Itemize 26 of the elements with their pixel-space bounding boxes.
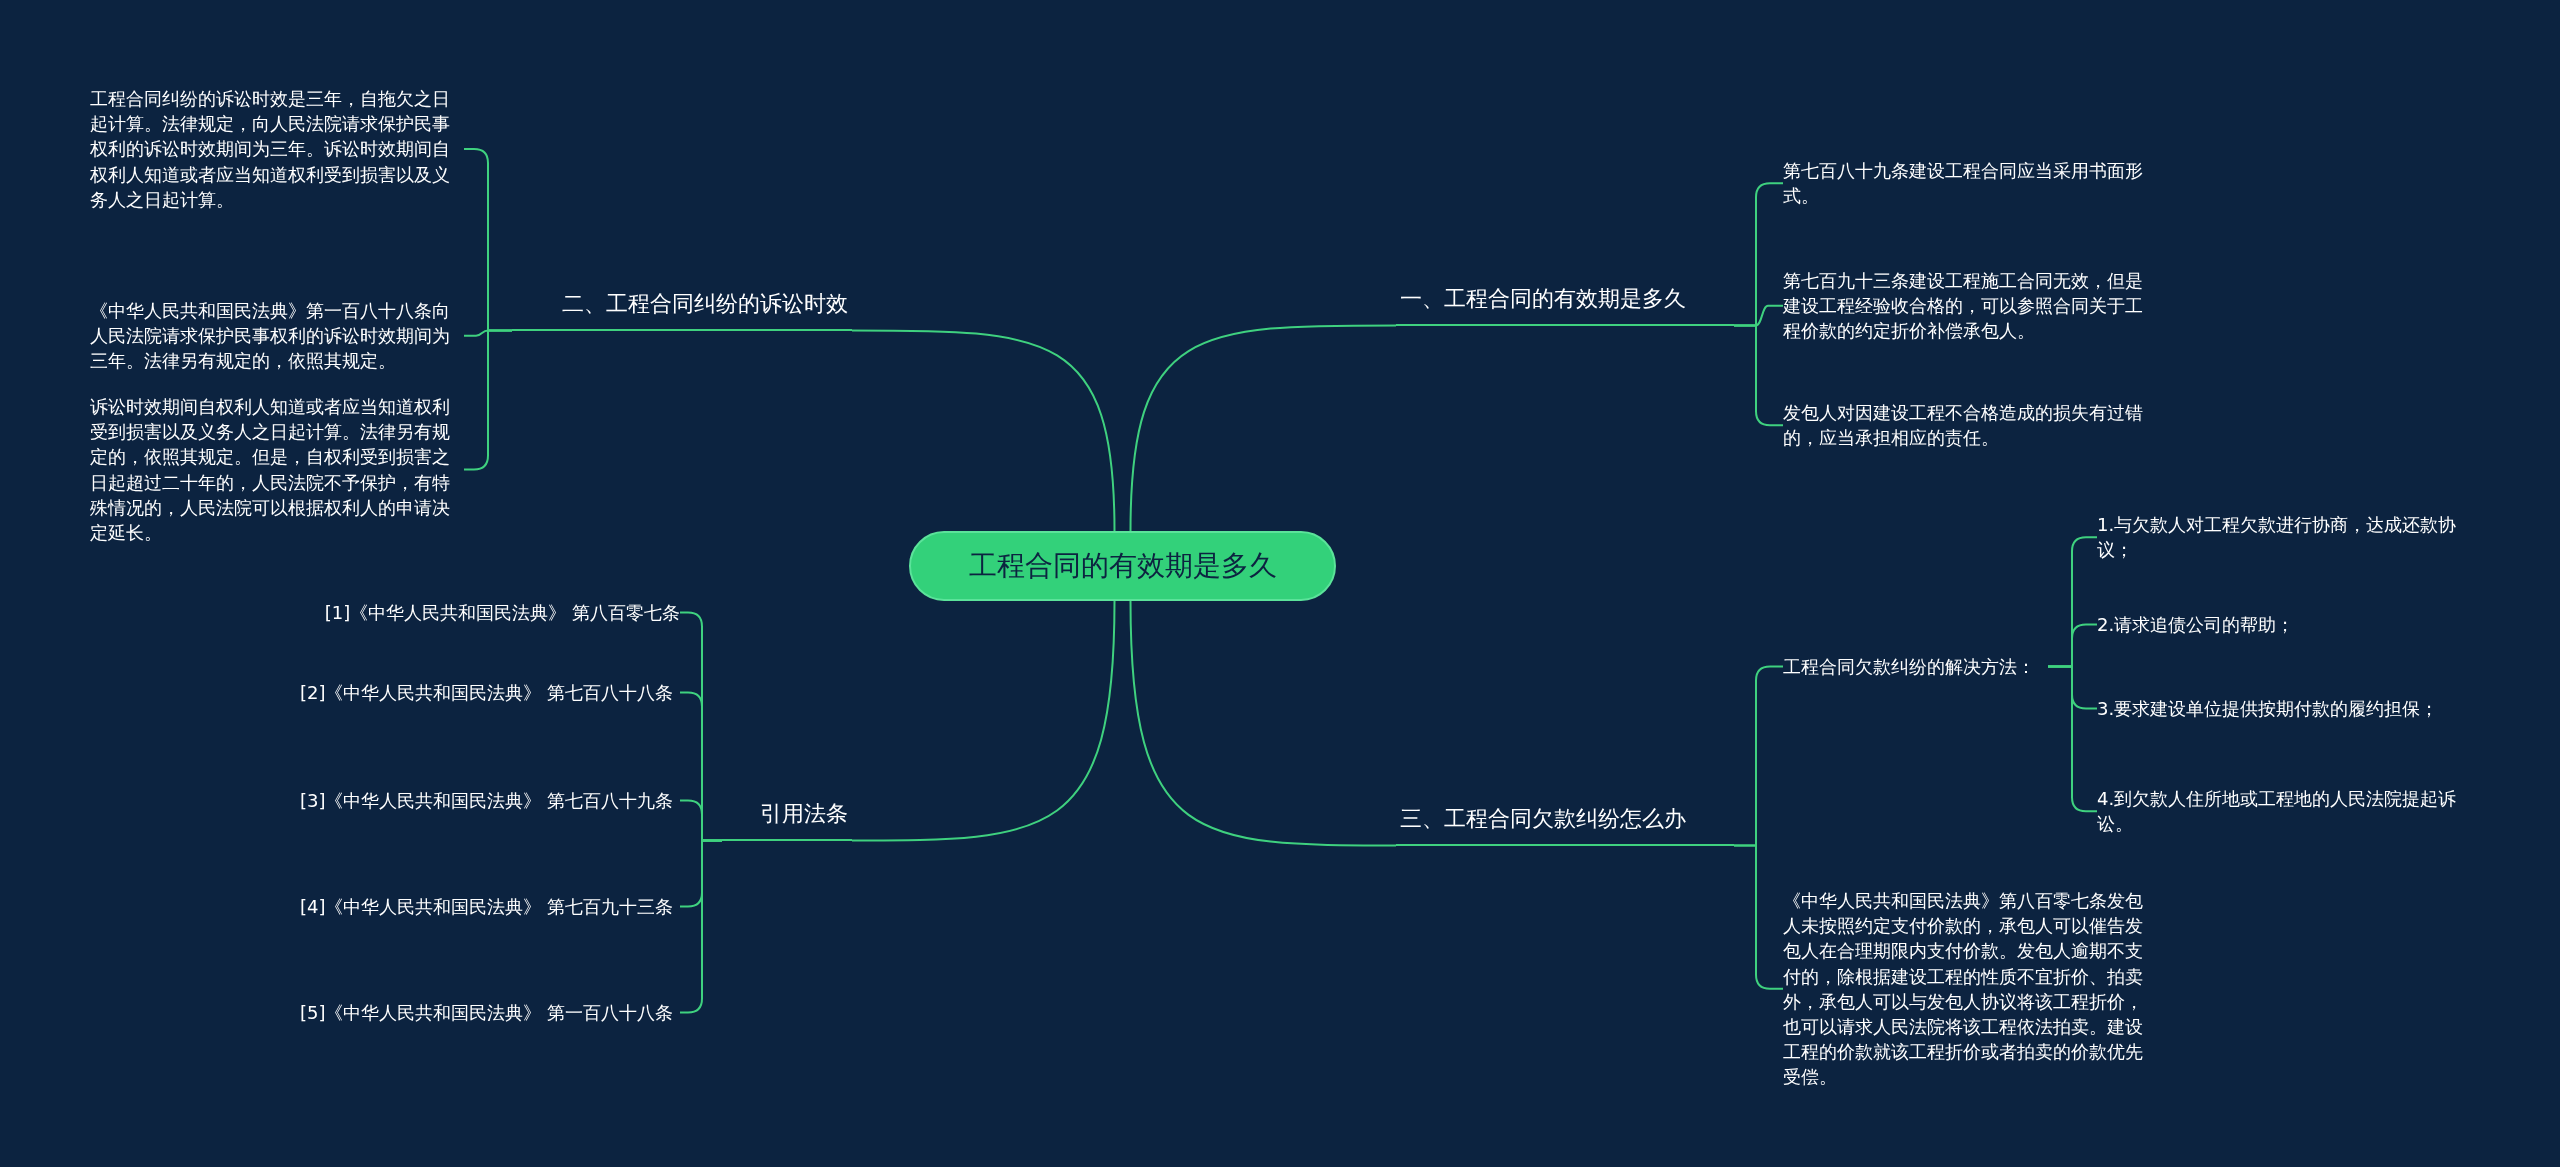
branch-topic: 一、工程合同的有效期是多久 <box>1396 286 1734 327</box>
connector <box>851 600 1116 842</box>
branch-topic: 三、工程合同欠款纠纷怎么办 <box>1396 806 1734 847</box>
leaf-text: 诉讼时效期间自权利人知道或者应当知道权利受到损害以及义务人之日起计算。法律另有规定的，依照其规定。但是，自权利受到损害之日起超过二十年的，人民法院不予保护，有特殊情况的，人民法院可以根据权利人的申请决定延长。 <box>90 394 464 546</box>
connector <box>851 329 1116 532</box>
central-topic: 工程合同的有效期是多久 <box>909 531 1336 601</box>
leaf-text: 2.请求追债公司的帮助； <box>2097 612 2477 638</box>
branch-topic: 二、工程合同纠纷的诉讼时效 <box>512 291 852 332</box>
leaf-text: 3.要求建设单位提供按期付款的履约担保； <box>2097 696 2477 722</box>
leaf-text: 4.到欠款人住所地或工程地的人民法院提起诉讼。 <box>2097 786 2477 837</box>
leaf-text: [4]《中华人民共和国民法典》 第七百九十三条 <box>300 894 680 920</box>
leaf-text: 第七百八十九条建设工程合同应当采用书面形式。 <box>1783 158 2155 209</box>
leaf-text: [1]《中华人民共和国民法典》 第八百零七条 <box>290 600 680 626</box>
connector <box>1129 324 1397 532</box>
leaf-text: 《中华人民共和国民法典》第一百八十八条向人民法院请求保护民事权利的诉讼时效期间为三年。法律另有规定的，依照其规定。 <box>90 298 464 374</box>
leaf-text: [3]《中华人民共和国民法典》 第七百八十九条 <box>300 788 680 814</box>
leaf-text: 工程合同纠纷的诉讼时效是三年，自拖欠之日起计算。法律规定，向人民法院请求保护民事权利的诉讼时效期间为三年。诉讼时效期间自权利人知道或者应当知道权利受到损害以及义务人之日起计算。 <box>90 86 464 212</box>
leaf-text: [2]《中华人民共和国民法典》 第七百八十八条 <box>300 680 680 706</box>
leaf-text: 发包人对因建设工程不合格造成的损失有过错的，应当承担相应的责任。 <box>1783 400 2155 451</box>
leaf-text: 工程合同欠款纠纷的解决方法： <box>1783 654 2048 680</box>
leaf-text: 1.与欠款人对工程欠款进行协商，达成还款协议； <box>2097 512 2477 563</box>
leaf-text: 第七百九十三条建设工程施工合同无效，但是建设工程经验收合格的，可以参照合同关于工程价款的约定折价补偿承包人。 <box>1783 268 2155 344</box>
leaf-text: [5]《中华人民共和国民法典》 第一百八十八条 <box>300 1000 680 1026</box>
connector <box>1129 600 1397 847</box>
branch-topic: 引用法条 <box>722 801 852 842</box>
leaf-text: 《中华人民共和国民法典》第八百零七条发包人未按照约定支付价款的，承包人可以催告发包人在合理期限内支付价款。发包人逾期不支付的，除根据建设工程的性质不宜折价、拍卖外，承包人可以与发包人协议将该工程折价，也可以请求人民法院将该工程依法拍卖。建设工程的价款就该工程折价或者拍卖的价款优先受偿。 <box>1783 888 2155 1090</box>
